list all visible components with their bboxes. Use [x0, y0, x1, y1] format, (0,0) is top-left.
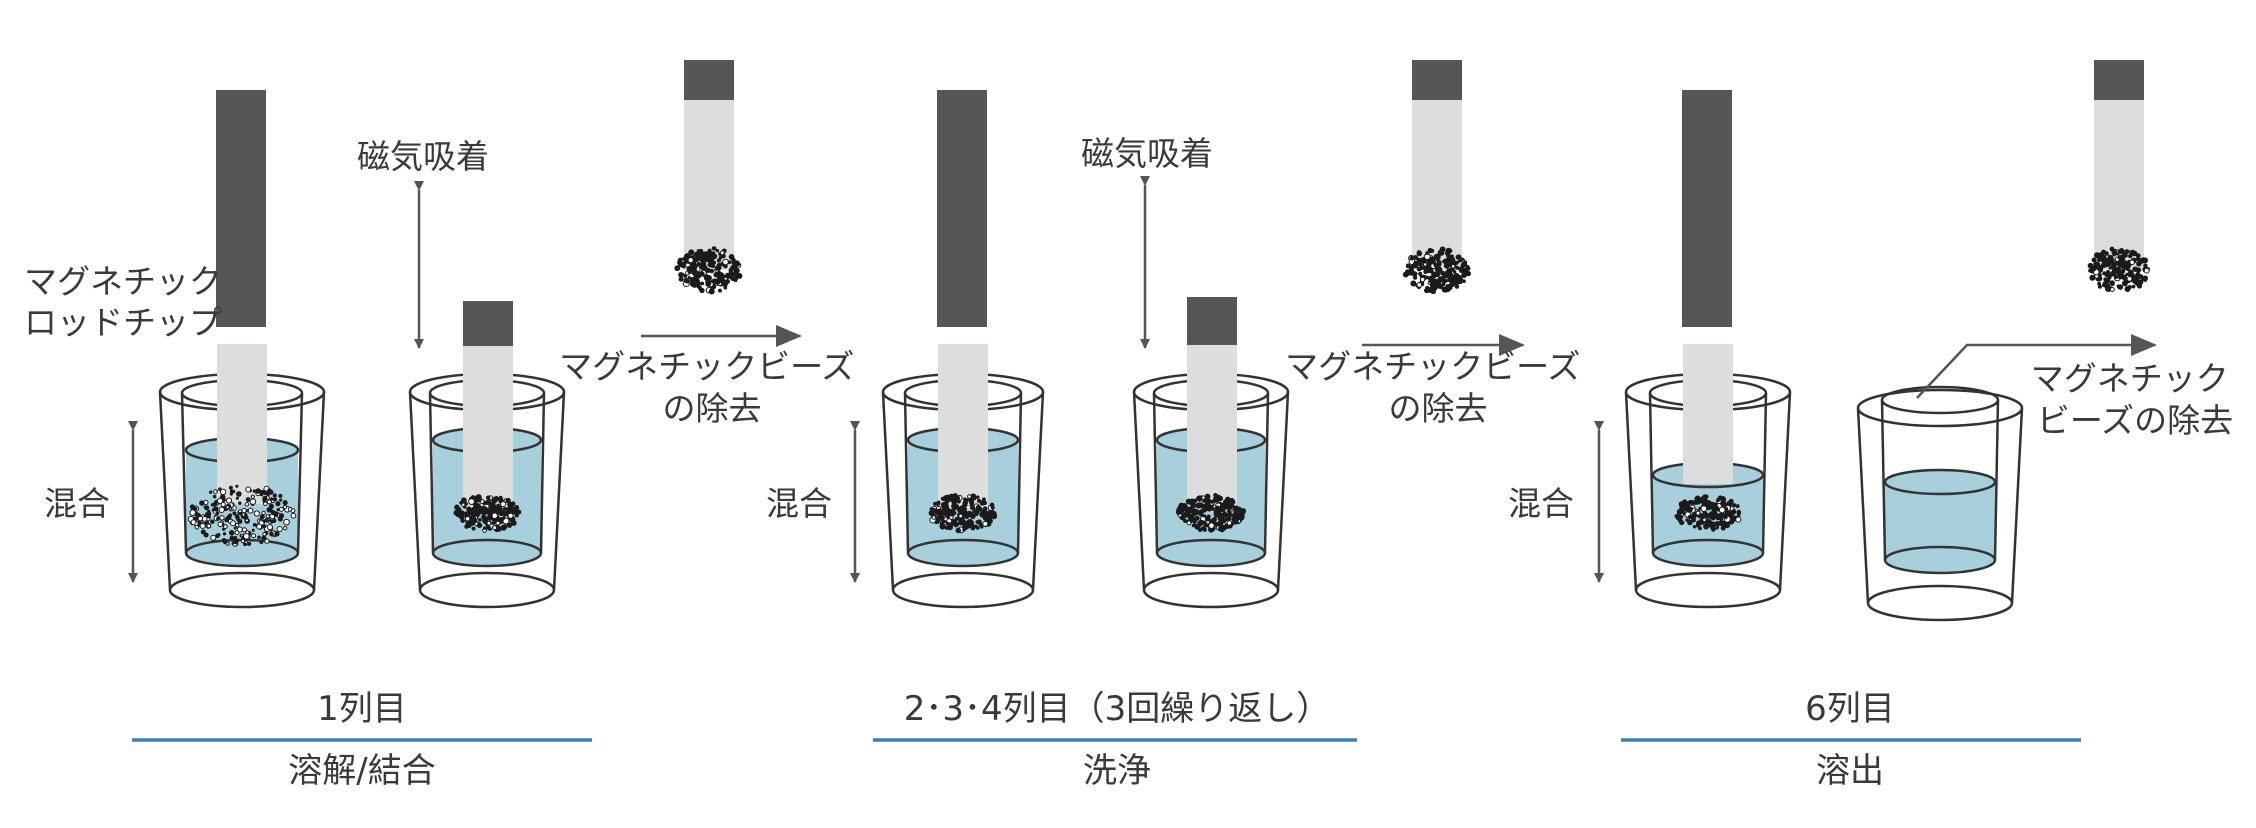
- adsorption-label-1: 磁気吸着: [357, 137, 489, 176]
- stage-process-label: 溶出: [1816, 751, 1884, 791]
- removal-label-1: マグネチックビーズ の除去: [559, 347, 865, 428]
- collected-beads: [1175, 493, 1247, 533]
- removed-rod-1: [674, 60, 743, 295]
- stage-process-label: 溶解/結合: [288, 751, 435, 791]
- stage-column-label: 6列目: [1805, 689, 1895, 729]
- stage-process-label: 洗浄: [1083, 751, 1151, 791]
- magnetic-rod-tip-label: マグネチック ロッドチップ: [24, 262, 233, 342]
- removed-rod-2: [1402, 60, 1472, 295]
- removal-label-2: マグネチックビーズ の除去: [1285, 347, 1591, 428]
- dispersed-beads: [187, 484, 297, 547]
- mix-label-3: 混合: [1508, 484, 1574, 523]
- step1-mix-well: [158, 90, 326, 609]
- stage-2: 2･3･4列目（3回繰り返し） 洗浄: [873, 689, 1357, 791]
- removal-label-3: マグネチック ビーズの除去: [2031, 359, 2240, 440]
- collected-beads: [453, 494, 522, 533]
- stage-1: 1列目 溶解/結合: [132, 689, 592, 791]
- mix-label-1: 混合: [44, 484, 110, 523]
- step3-mix-well: [1624, 90, 1792, 609]
- stage-column-label: 2･3･4列目（3回繰り返し）: [904, 689, 1331, 729]
- removed-rod-3: [2087, 60, 2150, 293]
- elution-beads: [1674, 494, 1742, 532]
- removed-beads: [1402, 246, 1472, 295]
- removed-beads: [2087, 246, 2150, 293]
- step2-mix-well: [881, 90, 1045, 609]
- removal-arrow-3: [1916, 334, 2157, 399]
- removed-beads: [674, 246, 743, 295]
- eluate-well: [1856, 385, 2024, 622]
- mix-label-2: 混合: [766, 484, 832, 523]
- stage-column-label: 1列目: [317, 689, 407, 729]
- wash-beads: [928, 493, 998, 534]
- step2-adsorption-well: [1132, 297, 1290, 609]
- adsorption-label-2: 磁気吸着: [1081, 134, 1213, 173]
- step1-adsorption-well: [408, 301, 566, 609]
- stage-3: 6列目 溶出: [1621, 689, 2081, 791]
